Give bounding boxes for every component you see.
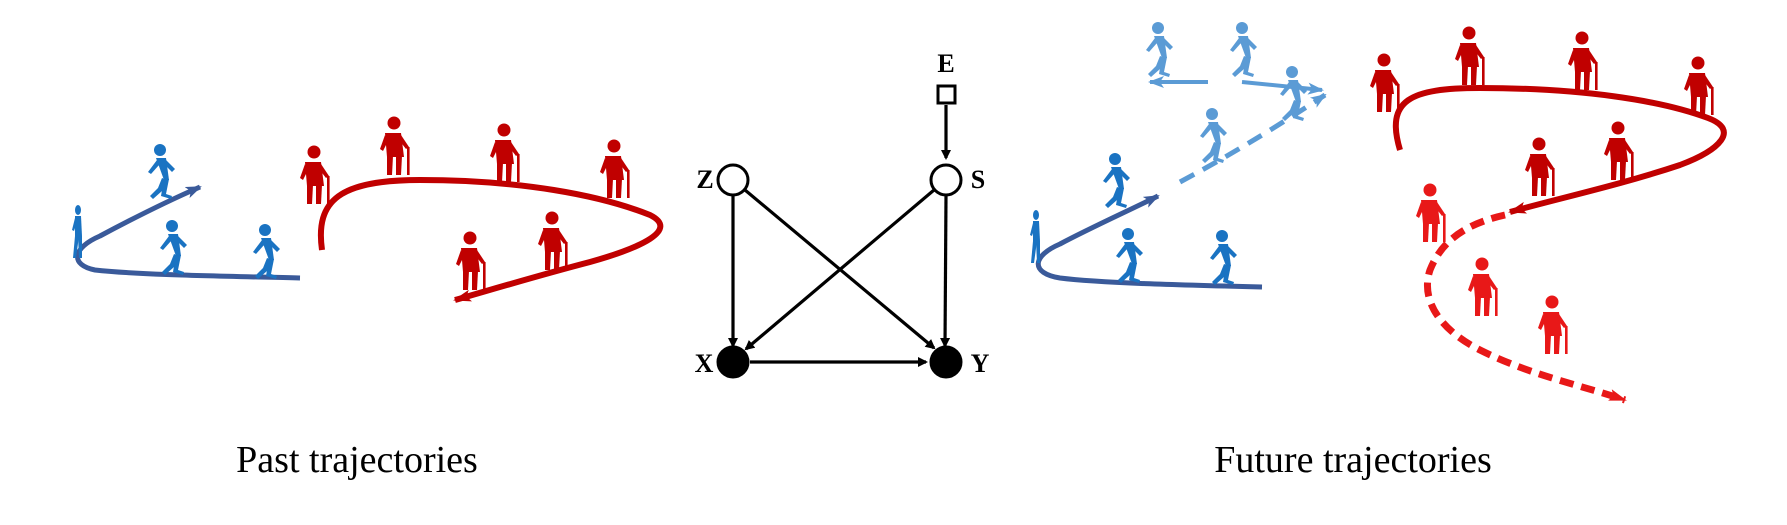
caption-past-trajectories: Past trajectories [236, 439, 478, 481]
walking-person-icon [1116, 228, 1143, 283]
future-predicted-pedestrian-group [1146, 22, 1307, 163]
node-e [936, 84, 957, 105]
elderly-person-with-cane-icon [1525, 137, 1555, 196]
edge-s-x [744, 188, 936, 351]
walking-person-icon [1280, 66, 1307, 121]
elderly-person-with-cane-icon [1455, 26, 1485, 85]
future-predicted-elderly-group [1416, 183, 1568, 354]
node-label-x: X [695, 349, 714, 378]
past-blue-path [75, 184, 301, 281]
walking-person-icon [72, 205, 82, 258]
elderly-person-with-cane-icon [380, 116, 410, 175]
walking-person-icon [1230, 22, 1257, 77]
causal-graph: E Z S X Y [695, 49, 990, 379]
elderly-person-with-cane-icon [538, 211, 568, 270]
walking-person-icon [253, 224, 280, 279]
elderly-person-with-cane-icon [1538, 295, 1568, 354]
node-x [716, 345, 750, 379]
elderly-person-with-cane-icon [1416, 183, 1446, 242]
walking-person-icon [148, 144, 175, 199]
future-trajectories-panel: Future trajectories [1030, 22, 1727, 481]
node-label-s: S [971, 165, 985, 194]
walking-person-icon [1030, 210, 1040, 263]
elderly-person-with-cane-icon [300, 145, 330, 204]
elderly-person-with-cane-icon [1604, 121, 1634, 180]
future-pedestrian-group [1030, 153, 1237, 285]
future-blue-past-path [1035, 193, 1263, 290]
node-y [929, 345, 963, 379]
elderly-person-with-cane-icon [1568, 31, 1598, 90]
future-blue-dashed-path [1178, 92, 1327, 185]
node-s [929, 163, 963, 197]
past-pedestrian-group [72, 144, 280, 279]
walking-person-icon [1210, 230, 1237, 285]
node-label-y: Y [971, 349, 990, 378]
walking-person-icon [160, 220, 187, 275]
node-label-e: E [937, 49, 954, 78]
elderly-person-with-cane-icon [600, 139, 630, 198]
elderly-person-with-cane-icon [456, 231, 486, 290]
walking-person-icon [1200, 108, 1227, 163]
future-red-dashed-path [1423, 211, 1627, 404]
past-red-path [317, 176, 664, 303]
elderly-person-with-cane-icon [1684, 56, 1714, 115]
future-red-past-path [1392, 84, 1727, 215]
walking-person-icon [1146, 22, 1173, 77]
node-z [716, 163, 750, 197]
elderly-person-with-cane-icon [1468, 257, 1498, 316]
elderly-person-with-cane-icon [1370, 53, 1400, 112]
caption-future-trajectories: Future trajectories [1214, 439, 1492, 481]
walking-person-icon [1103, 153, 1130, 208]
past-trajectories-panel: Past trajectories [72, 116, 664, 481]
elderly-person-with-cane-icon [490, 123, 520, 182]
node-label-z: Z [696, 165, 713, 194]
future-blue-arrow-right [1241, 80, 1324, 95]
edge-s-y [940, 195, 951, 348]
